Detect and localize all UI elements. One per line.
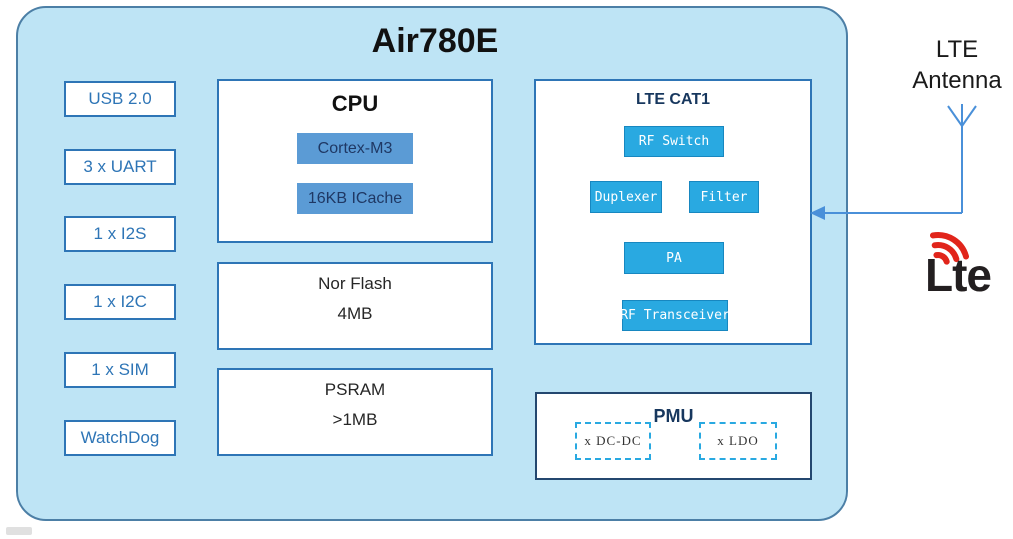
pa-block: PA	[624, 242, 724, 274]
peripheral-box-i2s: 1 x I2S	[64, 216, 176, 252]
psram-block: PSRAM >1MB	[217, 368, 493, 456]
pmu-block: PMU x DC-DC x LDO	[535, 392, 812, 480]
rf-transceiver-block: RF Transceiver	[620, 300, 730, 331]
peripheral-box-watchdog: WatchDog	[64, 420, 176, 456]
peripheral-label: 1 x SIM	[91, 360, 149, 379]
peripheral-label: USB 2.0	[88, 89, 152, 108]
lte-cat1-block: LTE CAT1 RF Switch Duplexer Filter PA RF…	[534, 79, 812, 345]
psram-title: PSRAM	[324, 380, 386, 399]
cpu-core-cortex-m3: Cortex-M3	[297, 133, 413, 164]
peripheral-box-uart: 3 x UART	[64, 149, 176, 185]
nor-flash-title: Nor Flash	[318, 274, 392, 293]
lte-logo-text: Lte	[925, 249, 992, 301]
peripheral-label: 3 x UART	[83, 157, 157, 176]
antenna-label-line1: LTE	[935, 36, 979, 63]
peripheral-box-usb: USB 2.0	[64, 81, 176, 117]
lte-logo-signal-icon	[930, 232, 970, 265]
peripheral-label: WatchDog	[80, 428, 160, 447]
rf-switch-block: RF Switch	[624, 126, 724, 157]
peripheral-label: 1 x I2C	[93, 292, 147, 311]
lte-cat1-title: LTE CAT1	[635, 91, 711, 108]
cpu-title: CPU	[331, 91, 379, 116]
peripheral-box-i2c: 1 x I2C	[64, 284, 176, 320]
duplexer-block: Duplexer	[590, 181, 662, 213]
cpu-block: CPU Cortex-M3 16KB ICache	[217, 79, 493, 243]
nor-flash-block: Nor Flash 4MB	[217, 262, 493, 350]
nor-flash-size: 4MB	[337, 304, 373, 323]
antenna-label: LTE Antenna	[902, 34, 1012, 96]
cpu-core-icache: 16KB ICache	[297, 183, 413, 214]
dc-dc-block: x DC-DC	[575, 422, 651, 460]
peripheral-label: 1 x I2S	[93, 224, 147, 243]
antenna-label-line2: Antenna	[912, 67, 1002, 94]
watermark-smudge	[6, 527, 32, 535]
psram-size: >1MB	[332, 410, 378, 429]
filter-block: Filter	[689, 181, 759, 213]
ldo-block: x LDO	[699, 422, 777, 460]
arrow-into-lte-cat1	[810, 206, 825, 220]
pmu-title: PMU	[653, 406, 694, 426]
peripheral-box-sim: 1 x SIM	[64, 352, 176, 388]
chip-title: Air780E	[371, 22, 499, 60]
